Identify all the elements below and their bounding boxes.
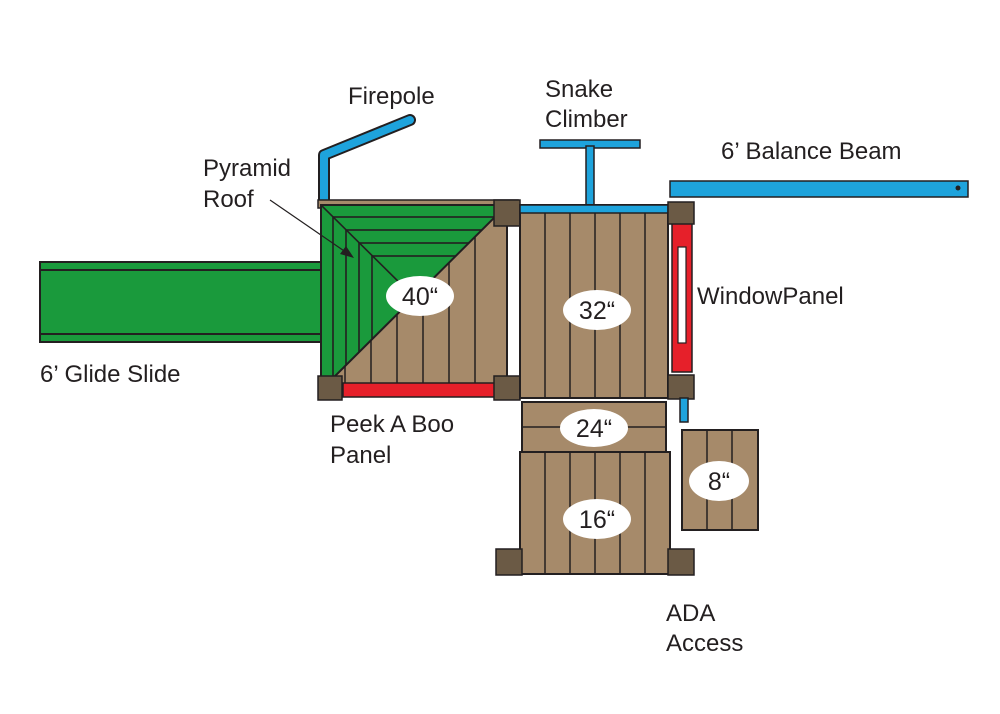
label-snake-climber: Snake Climber	[545, 76, 628, 133]
label-glide-slide: 6’ Glide Slide	[40, 361, 181, 388]
height-label-40: 40“	[402, 283, 438, 311]
firepole-icon	[318, 114, 416, 208]
label-firepole: Firepole	[348, 83, 435, 110]
snake-climber	[539, 139, 641, 207]
height-bubble-32	[563, 290, 631, 330]
balance-beam	[669, 180, 969, 198]
label-peek-a-boo-panel: Peek A Boo Panel	[330, 411, 461, 469]
label-ada-access: ADA Access	[666, 600, 743, 657]
height-bubble-24	[560, 409, 628, 447]
height-label-16: 16“	[579, 506, 615, 534]
label-window-panel: WindowPanel	[697, 283, 844, 310]
label-pyramid-roof: Pyramid Roof	[203, 155, 298, 213]
height-bubble-8	[689, 461, 749, 501]
pyramid-roof-pointer	[269, 199, 351, 256]
glide-slide	[39, 261, 325, 343]
height-label-8: 8“	[708, 468, 730, 496]
deck-32	[519, 204, 669, 399]
peek-a-boo-panel	[342, 382, 496, 398]
height-bubble-16	[563, 499, 631, 539]
height-bubble-40	[386, 276, 454, 316]
height-label-24: 24“	[576, 415, 612, 443]
height-label-32: 32“	[579, 297, 615, 325]
label-balance-beam: 6’ Balance Beam	[721, 138, 902, 165]
window-panel	[671, 221, 693, 373]
